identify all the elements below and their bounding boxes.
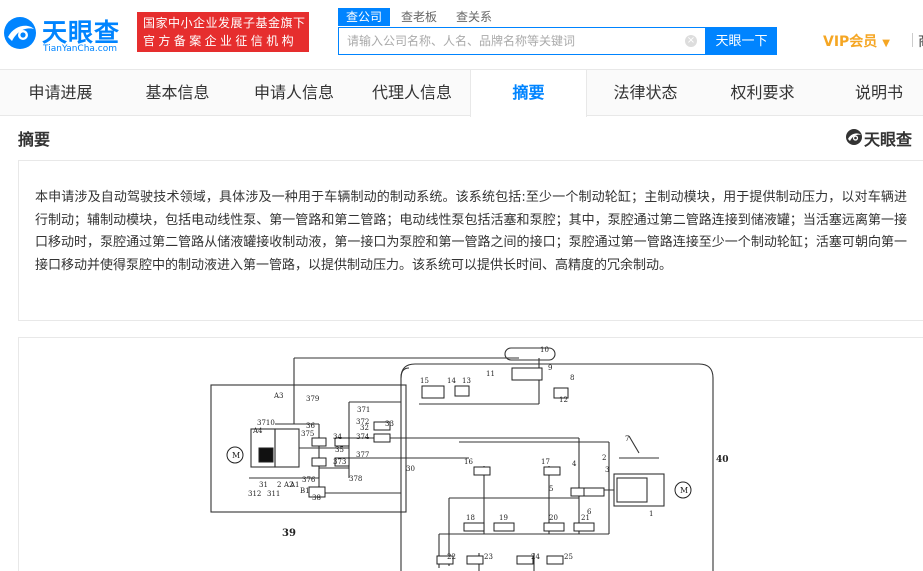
fig-label: 6 [587,508,592,516]
fig-label: 11 [486,370,495,378]
fig-label: 13 [462,377,471,385]
fig-label: 378 [349,475,362,483]
fig-label: 374 [356,433,370,441]
clear-icon[interactable]: × [685,35,697,47]
tab-legal-status[interactable]: 法律状态 [613,83,678,102]
fig-label: 372 [356,418,369,426]
fig-label: 38 [312,494,321,502]
fig-label: 3710 [257,419,275,427]
fund-badge-line2: 官方备案企业征信机构 [143,34,298,48]
abstract-content-box: 本申请涉及自动驾驶技术领域，具体涉及一种用于车辆制动的制动系统。该系统包括:至少… [18,160,923,321]
fig-label: 4 [572,460,577,468]
fig-label: 12 [559,396,568,404]
fig-label: 1 [649,510,653,518]
chevron-down-icon: ▼ [882,38,890,49]
fig-label: 30 [406,465,415,473]
patent-tab-bar: 申请进展 基本信息 申请人信息 代理人信息 摘要 法律状态 权利要求 说明书 [0,70,923,117]
fig-label: 2 [277,481,281,489]
fig-label: 10 [540,346,549,354]
search-button[interactable]: 天眼一下 [706,27,777,55]
fig-label: 16 [464,458,473,466]
fig-label: 371 [357,406,370,414]
fig-label: 32 [360,424,369,432]
fig-label: 15 [420,377,429,385]
fig-label: 34 [333,433,342,441]
eye-logo-icon [4,17,36,49]
search-tab-boss[interactable]: 查老板 [401,10,438,24]
fig-label: A2 [283,481,294,489]
search-tab-relation[interactable]: 查关系 [456,10,493,24]
fig-label: 9 [548,364,552,372]
brake-system-diagram: M M A3 379 3710 A4 36 375 371 372 32 33 … [210,346,729,571]
fig-label: 377 [356,451,369,459]
tab-applicant-info[interactable]: 申请人信息 [253,83,334,102]
tab-claims[interactable]: 权利要求 [730,83,795,102]
fig-label: 31 [259,481,268,489]
fig-label: 7 [625,435,629,443]
fig-label: 3 [605,466,609,474]
fig-label: 36 [306,422,315,430]
fig-label: 2 [602,454,606,462]
fig-label: 373 [333,458,346,466]
fig-label: 22 [447,553,456,561]
fig-label: 24 [531,553,540,561]
fig-label: 19 [499,514,508,522]
fund-badge-line1: 国家中小企业发展子基金旗下 [143,16,306,30]
fig-label: 39 [282,528,296,539]
motor-label: M [680,486,688,495]
section-title: 摘要 [18,130,51,149]
fig-label: 25 [564,553,573,561]
fig-label: 312 [248,490,261,498]
fig-label: 33 [385,420,394,428]
fig-label: 21 [581,514,590,522]
top-header: 天眼查 TianYanCha.com 国家中小企业发展子基金旗下 官方备案企业征… [0,0,923,70]
header-more-link[interactable]: 商 [918,31,923,51]
tab-basic-info[interactable]: 基本信息 [145,83,210,102]
fig-label: 375 [301,430,314,438]
fig-label: 14 [447,377,456,385]
header-divider [912,33,913,47]
fig-label: A1 [289,481,300,489]
vip-label: VIP会员 [823,34,878,50]
fig-label: A3 [273,392,284,400]
fig-label: 23 [484,553,493,561]
search-box: × [338,27,706,55]
tianyancha-logo[interactable]: 天眼查 TianYanCha.com [2,11,130,55]
fig-label: 5 [549,485,553,493]
fig-label: 311 [267,490,280,498]
logo-domain: TianYanCha.com [43,44,118,54]
vip-member-menu[interactable]: VIP会员 ▼ [823,31,890,51]
search-input[interactable] [347,28,677,54]
tab-agent-info[interactable]: 代理人信息 [371,83,452,102]
tab-description[interactable]: 说明书 [854,83,903,102]
fund-badge: 国家中小企业发展子基金旗下 官方备案企业征信机构 [137,12,309,52]
tab-application-progress[interactable]: 申请进展 [28,83,93,102]
fig-label: 40 [716,455,729,465]
fig-label: 20 [549,514,558,522]
fig-label: B1 [300,487,310,495]
tab-abstract[interactable]: 摘要 [470,70,587,117]
fig-label: 18 [466,514,475,522]
fig-label: 8 [570,374,574,382]
abstract-text: 本申请涉及自动驾驶技术领域，具体涉及一种用于车辆制动的制动系统。该系统包括:至少… [35,190,907,273]
logo-name: 天眼查 [42,18,121,47]
fig-label: 17 [541,458,550,466]
patent-figure: M M A3 379 3710 A4 36 375 371 372 32 33 … [18,337,923,571]
search-tab-company[interactable]: 查公司 [338,8,391,26]
fig-label: A4 [252,427,263,435]
fig-label: 376 [302,476,316,484]
fig-label: 379 [306,395,319,403]
eye-logo-icon [846,129,862,145]
motor-label: M [232,451,240,460]
fig-label: 35 [335,446,344,454]
watermark-text: 天眼查 [864,130,913,149]
